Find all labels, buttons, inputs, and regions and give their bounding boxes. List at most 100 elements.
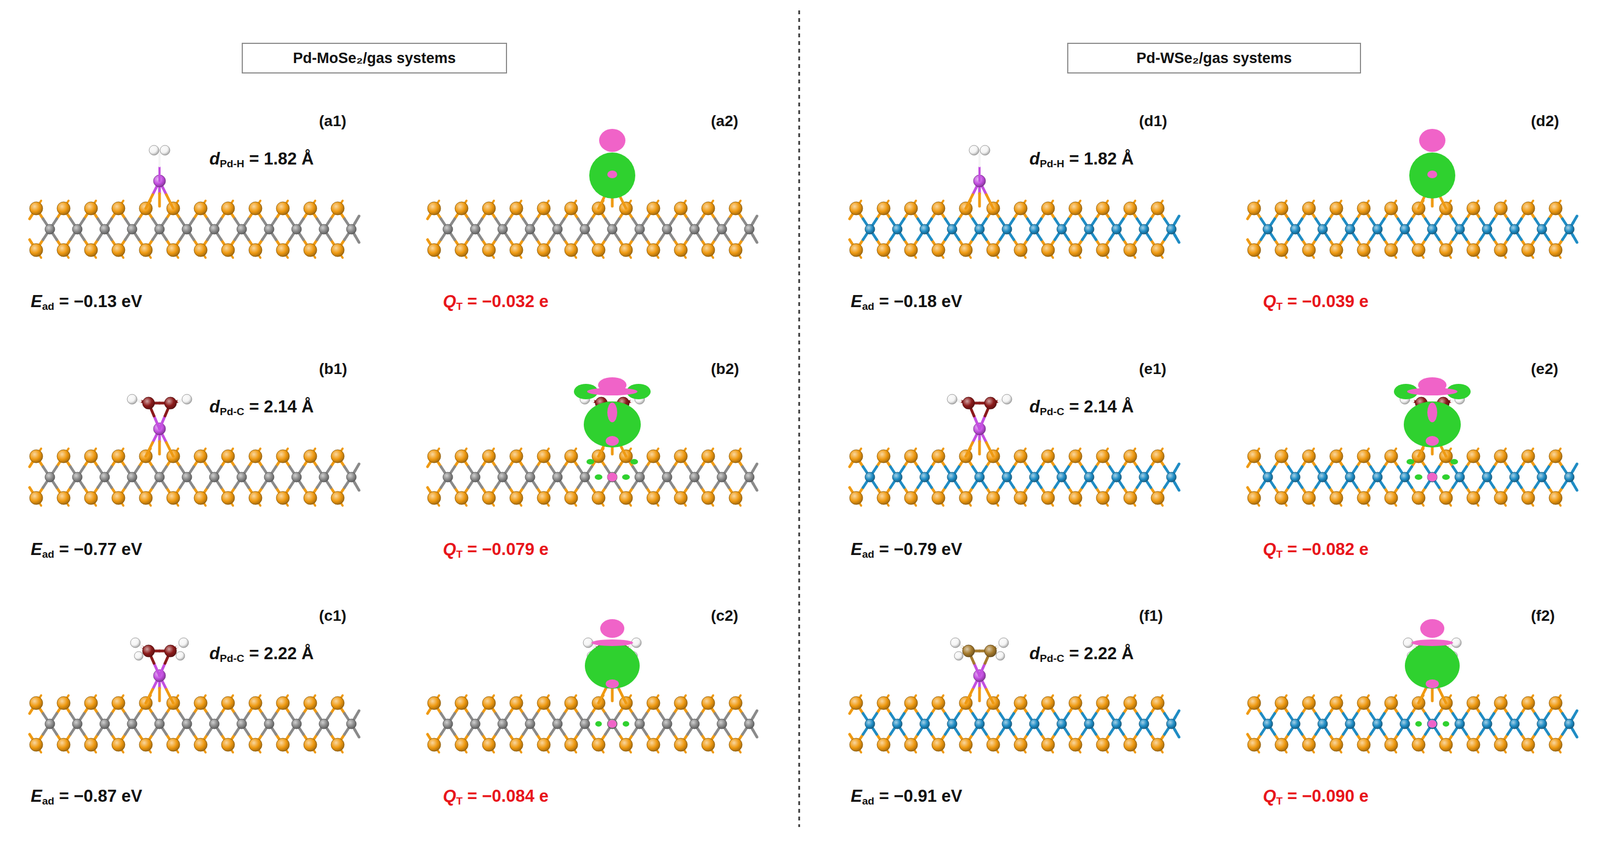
selenium-atom [1014,243,1028,257]
structure-panel [849,394,1180,506]
selenium-atom [248,201,263,215]
selenium-atom [729,201,743,215]
selenium-atom [849,243,863,257]
charge-density-lobe [595,720,602,727]
selenium-atom [701,696,715,710]
metal-atom [1056,471,1067,482]
charge-density-lobe [605,679,619,688]
selenium-atom [591,737,606,751]
charge-density-lobe [607,472,618,482]
metal-atom [974,471,985,482]
selenium-atom [931,491,945,505]
selenium-atom [646,201,660,215]
metal-atom [947,224,958,235]
selenium-atom [482,737,496,751]
metal-atom [1001,471,1012,482]
selenium-atom [1014,201,1028,215]
charge-density-lobe [1427,170,1438,179]
selenium-atom [564,696,578,710]
charge-density-lobe [583,401,641,448]
metal-atom [346,471,357,482]
selenium-atom [111,449,125,463]
selenium-atom [904,491,918,505]
bond-stick [1573,235,1577,243]
bond-stick [29,239,33,246]
selenium-atom [454,737,469,751]
selenium-atom [619,243,633,257]
metal-atom [1001,224,1012,235]
metal-atom [974,224,985,235]
selenium-atom [646,243,660,257]
selenium-atom [248,449,263,463]
selenium-atom [931,243,945,257]
metal-atom [552,471,563,482]
bond-stick [974,416,980,430]
bond-stick [154,416,160,430]
bond-stick [166,442,174,457]
metal-atom [744,471,755,482]
selenium-atom [221,696,235,710]
bond-stick [158,193,162,207]
hydrogen-atom [175,651,185,660]
selenium-atom [454,491,469,505]
charge-density-lobe [1409,152,1456,199]
charge-density-lobe [594,474,603,480]
bond-stick [355,710,360,717]
hydrogen-atom [181,394,192,404]
selenium-atom [1151,201,1165,215]
selenium-atom [29,491,43,505]
bond-stick [1573,215,1577,223]
metal-atom [72,471,83,482]
selenium-atom [646,491,660,505]
metal-atom [319,718,329,729]
selenium-atom [276,696,290,710]
bond-stick [158,441,162,454]
bond-stick [753,235,757,243]
metal-atom [634,471,645,482]
hydrogen-atom [134,651,144,660]
metal-atom [919,224,930,235]
selenium-atom [1549,243,1563,257]
selenium-atom [674,491,688,505]
hydrogen-atom [178,637,189,648]
selenium-atom [701,737,715,751]
selenium-atom [276,201,290,215]
bond-stick [1247,487,1251,493]
selenium-atom [1123,491,1137,505]
metal-atom [264,718,275,729]
selenium-atom [591,243,606,257]
metal-atom [99,224,110,235]
charge-density-lobe [630,458,639,465]
selenium-atom [84,737,98,751]
selenium-atom [509,449,523,463]
selenium-atom [619,491,633,505]
charge-density-panel [427,377,757,506]
carbon-atom [142,396,155,409]
selenium-atom [877,201,891,215]
selenium-atom [1096,243,1110,257]
metal-atom [291,471,302,482]
metal-atom [662,718,673,729]
selenium-atom [959,243,973,257]
selenium-atom [482,201,496,215]
metal-atom [607,471,618,482]
charge-density-lobe [589,152,636,199]
selenium-atom [537,696,551,710]
divider-line [798,10,801,827]
metal-atom [1564,224,1575,235]
metal-atom [127,471,138,482]
bond-stick [978,193,982,207]
selenium-atom [564,243,578,257]
metal-atom [236,471,247,482]
bond-stick [158,151,161,167]
bond-stick [159,416,165,430]
hydrogen-atom [127,394,138,404]
selenium-atom [1384,201,1398,215]
metal-atom [864,471,875,482]
selenium-atom [564,201,578,215]
selenium-atom [564,449,578,463]
charge-density-panel [1247,128,1577,258]
metal-atom [662,471,673,482]
selenium-atom [619,737,633,751]
selenium-atom [427,243,441,257]
